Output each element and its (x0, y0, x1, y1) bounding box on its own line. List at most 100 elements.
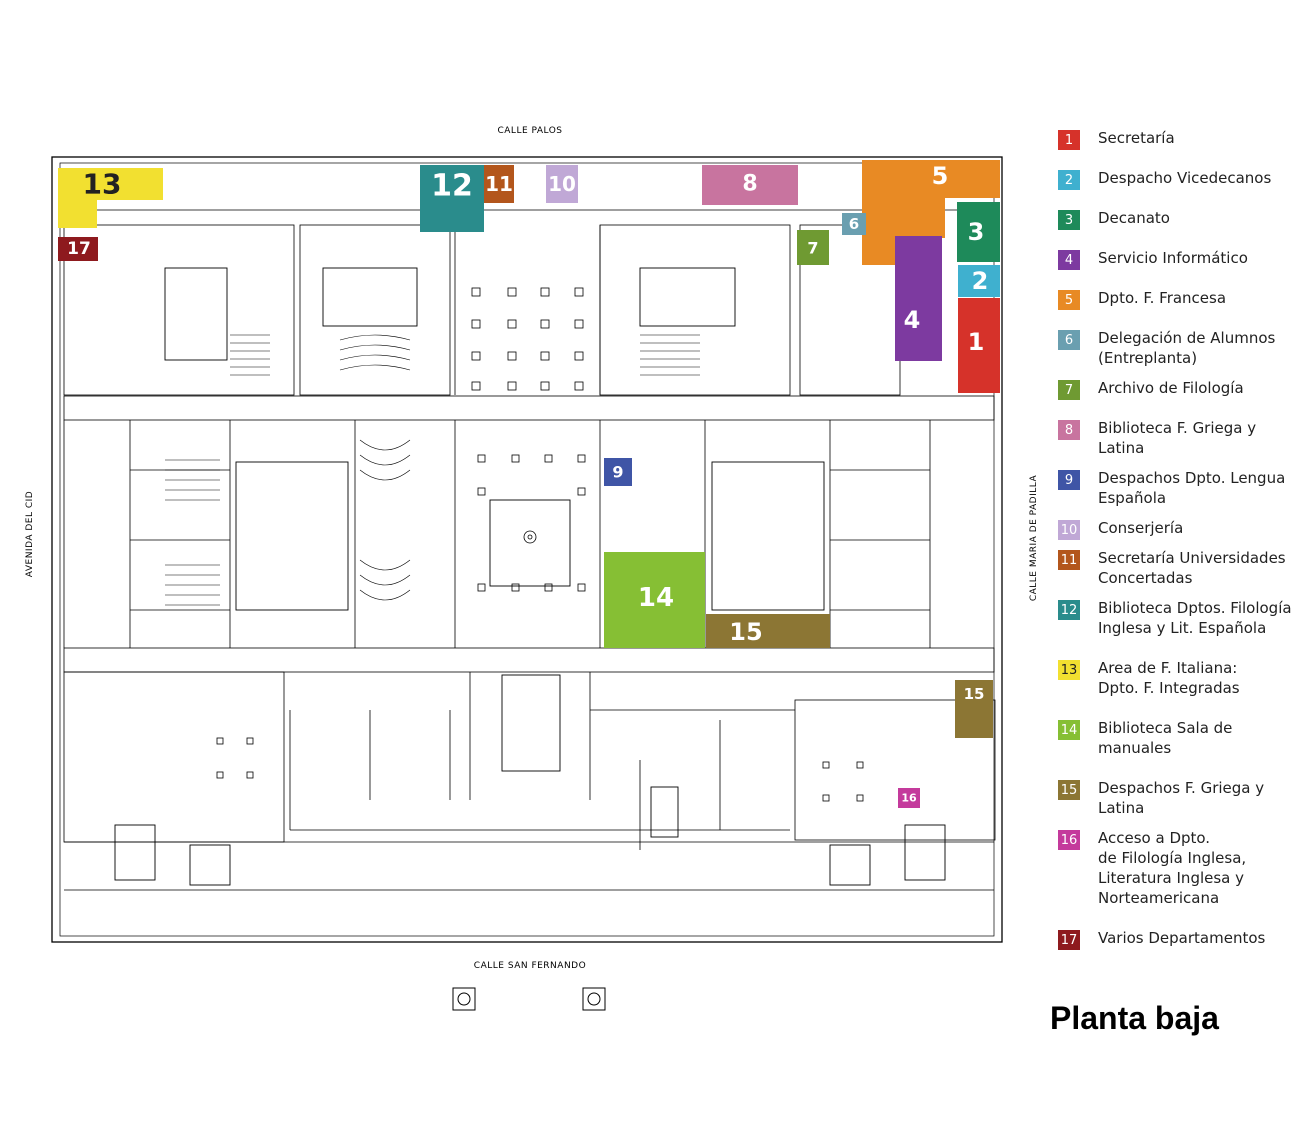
legend-swatch-2: 2 (1058, 170, 1080, 190)
legend-label-10: Conserjería (1098, 519, 1184, 537)
legend-item-13: 13 Area de F. Italiana: Dpto. F. Integrad… (1058, 658, 1240, 698)
column-grid (216, 287, 864, 802)
zone-11-area[interactable] (484, 165, 514, 203)
legend-item-14: 14 Biblioteca Sala de manuales (1058, 718, 1232, 758)
legend-swatch-10: 10 (1058, 520, 1080, 540)
colored-zones: 13 17 12 11 10 8 5 3 6 7 2 4 1 (58, 160, 1000, 808)
legend-label-16: Acceso a Dpto. de Filología Inglesa, Lit… (1098, 829, 1247, 907)
legend-label-13: Area de F. Italiana: Dpto. F. Integradas (1098, 659, 1240, 697)
legend-swatch-4: 4 (1058, 250, 1080, 270)
legend-item-4: 4 Servicio Informático (1058, 248, 1248, 270)
zone-7-area[interactable] (797, 230, 829, 265)
legend-swatch-15: 15 (1058, 780, 1080, 800)
zone-5-label: 5 (932, 162, 949, 190)
legend-label-5: Dpto. F. Francesa (1098, 289, 1227, 307)
floor-plan-map: CALLE PALOS CALLE SAN FERNANDO AVENIDA D… (25, 126, 1039, 1011)
zone-15-east-label: 15 (964, 685, 985, 703)
legend-label-1: Secretaría (1098, 129, 1175, 147)
zone-1-area[interactable] (958, 298, 1000, 393)
legend-item-6: 6 Delegación de Alumnos (Entreplanta) (1058, 328, 1275, 368)
building-outline (51, 156, 1003, 943)
legend-swatch-5: 5 (1058, 290, 1080, 310)
legend-label-9: Despachos Dpto. Lengua Española (1098, 469, 1286, 507)
zone-13-label: 13 (83, 168, 122, 201)
zone-8-label: 8 (742, 172, 757, 197)
legend-swatch-7: 7 (1058, 380, 1080, 400)
zone-15-area[interactable] (706, 614, 830, 648)
zone-4-label: 4 (904, 306, 921, 334)
legend-swatch-16: 16 (1058, 830, 1080, 850)
legend-label-15: Despachos F. Griega y Latina (1098, 779, 1265, 817)
interior-walls (63, 209, 994, 891)
zone-13-area[interactable] (58, 168, 163, 228)
legend-swatch-17: 17 (1058, 930, 1080, 950)
legend-item-12: 12 Biblioteca Dptos. Filología Inglesa y … (1058, 598, 1292, 638)
zone-2-label: 2 (972, 267, 989, 295)
legend-item-8: 8 Biblioteca F. Griega y Latina (1058, 418, 1256, 458)
courtyards (114, 267, 946, 886)
legend-label-14: Biblioteca Sala de manuales (1098, 719, 1233, 757)
zone-5-area[interactable] (862, 160, 1000, 265)
legend-label-11: Secretaría Universidades Concertadas (1098, 549, 1286, 587)
zone-9-area[interactable] (604, 458, 632, 486)
zone-2-area[interactable] (958, 265, 1000, 297)
zone-7-label: 7 (807, 239, 818, 258)
legend-item-9: 9 Despachos Dpto. Lengua Española (1058, 468, 1285, 508)
zone-11-label: 11 (485, 172, 513, 196)
zone-14-area[interactable] (604, 552, 705, 648)
legend-label-2: Despacho Vicedecanos (1098, 169, 1272, 187)
staircases (165, 334, 700, 606)
legend-swatch-8: 8 (1058, 420, 1080, 440)
zone-17-label: 17 (67, 239, 91, 259)
legend-label-3: Decanato (1098, 209, 1170, 227)
legend-item-1: 1 Secretaría (1058, 128, 1175, 150)
legend-label-6: Delegación de Alumnos (Entreplanta) (1098, 329, 1276, 367)
street-label-south: CALLE SAN FERNANDO (474, 961, 586, 971)
legend-item-11: 11 Secretaría Universidades Concertadas (1058, 548, 1286, 588)
legend-label-7: Archivo de Filología (1098, 379, 1244, 397)
street-label-west: AVENIDA DEL CID (25, 491, 35, 577)
legend-item-15: 15 Despachos F. Griega y Latina (1058, 778, 1264, 818)
legend-item-10: 10 Conserjería (1058, 518, 1183, 540)
zone-12-area[interactable] (420, 165, 484, 232)
zone-4-area[interactable] (895, 236, 942, 361)
zone-3-area[interactable] (957, 202, 1000, 262)
legend-swatch-13: 13 (1058, 660, 1080, 680)
zone-16-area[interactable] (898, 788, 920, 808)
page-title: Planta baja (1050, 1000, 1219, 1036)
zone-9-label: 9 (612, 463, 623, 482)
legend-item-3: 3 Decanato (1058, 208, 1170, 230)
legend-label-17: Varios Departamentos (1098, 929, 1266, 947)
legend-item-5: 5 Dpto. F. Francesa (1058, 288, 1226, 310)
zone-8-area[interactable] (702, 165, 798, 205)
zone-17-area[interactable] (58, 237, 98, 261)
legend-swatch-3: 3 (1058, 210, 1080, 230)
zone-15-label: 15 (729, 618, 762, 646)
gate-kiosks (452, 987, 606, 1011)
legend-swatch-9: 9 (1058, 470, 1080, 490)
legend-swatch-1: 1 (1058, 130, 1080, 150)
legend-swatch-11: 11 (1058, 550, 1080, 570)
legend-item-17: 17 Varios Departamentos (1058, 928, 1265, 950)
street-label-east: CALLE MARIA DE PADILLA (1029, 474, 1039, 601)
zone-14-label: 14 (638, 583, 674, 613)
legend-item-2: 2 Despacho Vicedecanos (1058, 168, 1271, 190)
legend-swatch-6: 6 (1058, 330, 1080, 350)
zone-10-area[interactable] (546, 165, 578, 203)
zone-16-label: 16 (901, 792, 917, 805)
zone-6-area[interactable] (842, 213, 866, 235)
street-label-north: CALLE PALOS (497, 126, 562, 136)
legend-label-8: Biblioteca F. Griega y Latina (1098, 419, 1257, 457)
legend-swatch-14: 14 (1058, 720, 1080, 740)
zone-6-label: 6 (849, 215, 859, 233)
legend-item-16: 16 Acceso a Dpto. de Filología Inglesa, L… (1058, 828, 1246, 908)
legend-label-4: Servicio Informático (1098, 249, 1248, 267)
legend-label-12: Biblioteca Dptos. Filología Inglesa y Li… (1098, 599, 1292, 637)
zone-10-label: 10 (548, 172, 576, 196)
zone-12-label: 12 (431, 169, 473, 204)
zone-3-label: 3 (968, 218, 985, 246)
zone-1-label: 1 (968, 328, 985, 356)
legend-item-7: 7 Archivo de Filología (1058, 378, 1244, 400)
zone-15-east-area[interactable] (955, 680, 993, 738)
legend-swatch-12: 12 (1058, 600, 1080, 620)
